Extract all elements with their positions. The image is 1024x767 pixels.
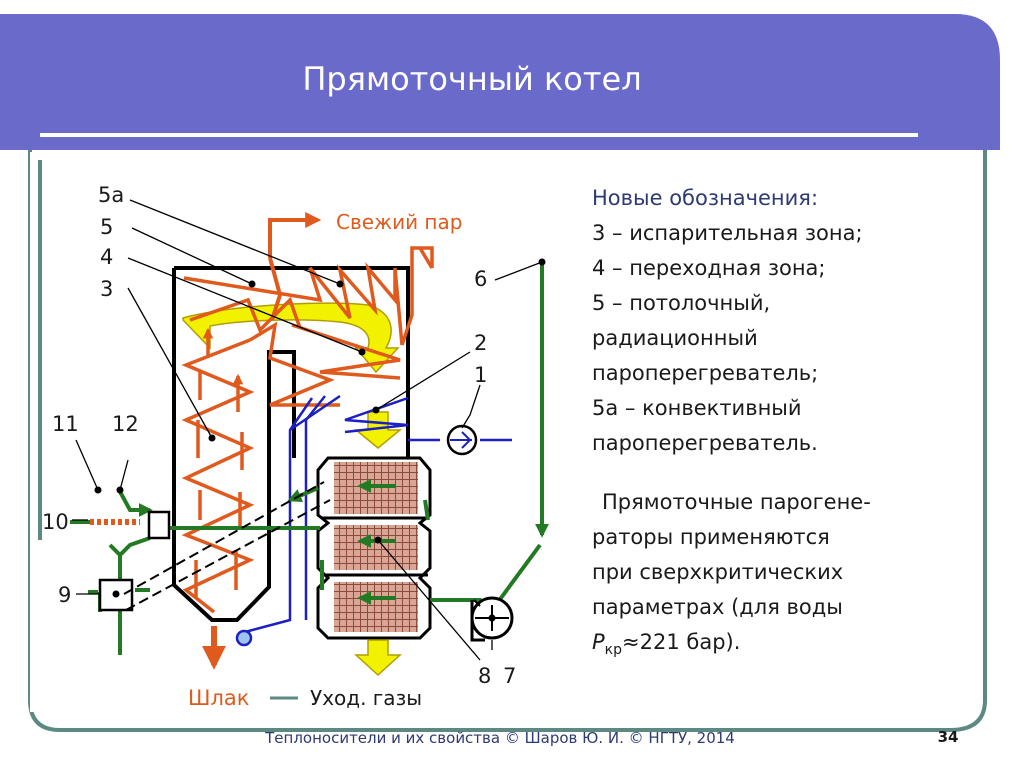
label-5: 5 [100, 215, 113, 239]
label-12: 12 [112, 412, 139, 436]
paragraph-line: Прямоточные парогене- [602, 490, 871, 514]
heat-exchanger-stack [316, 456, 432, 640]
header-bar [0, 14, 1000, 150]
boiler-diagram: 5а 5 4 3 6 2 1 11 12 10 9 8 7 Свежий пар… [42, 183, 549, 710]
fuel-duct [123, 481, 331, 611]
furnace-roof [174, 266, 410, 418]
page-number: 34 [938, 728, 959, 746]
label-fresh-steam: Свежий пар [336, 210, 462, 234]
leader-dots [94, 258, 546, 622]
label-3: 3 [100, 277, 113, 301]
legend-line: 5а – конвективный [592, 396, 802, 420]
header-underline [40, 133, 918, 137]
leader-lines [72, 199, 543, 661]
label-10: 10 [42, 510, 69, 534]
label-8: 8 [478, 664, 491, 688]
downcomer-node [235, 629, 253, 647]
evaporative-zone [181, 327, 255, 614]
paragraph-line: раторы применяются [592, 525, 830, 549]
legend-heading: Новые обозначения: [592, 186, 819, 210]
legend-line: пароперегреватель. [592, 431, 818, 455]
page-title: Прямоточный котел [302, 60, 641, 98]
paragraph-line: параметрах (для воды [592, 595, 843, 619]
label-9: 9 [58, 583, 71, 607]
feed-pump [446, 424, 478, 456]
legend-line: радиационный [592, 326, 758, 350]
legend-line: 3 – испарительная зона; [592, 221, 863, 245]
furnace-wall [172, 268, 296, 622]
legend-line: пароперегреватель; [592, 361, 819, 385]
label-4: 4 [100, 245, 113, 269]
legend-line: 5 – потолочный, [592, 291, 771, 315]
label-11: 11 [52, 412, 79, 436]
description-paragraph: Прямоточные парогене- раторы применяются… [592, 485, 992, 668]
label-5a: 5а [98, 183, 124, 207]
paragraph-line: при сверхкритических [592, 560, 844, 584]
label-flue-gases: Уход. газы [310, 686, 422, 710]
label-2: 2 [474, 331, 487, 355]
label-slag: Шлак [188, 686, 249, 710]
formula-symbol: P [592, 630, 605, 654]
fresh-steam-outlet [268, 212, 322, 321]
burner [147, 510, 171, 540]
legend-line: 4 – переходная зона; [592, 256, 826, 280]
label-6: 6 [474, 267, 487, 291]
formula-rest: ≈221 бар). [622, 630, 741, 654]
label-7: 7 [503, 664, 516, 688]
superheater-coils [183, 246, 434, 407]
legend-block: Новые обозначения: 3 – испарительная зон… [592, 181, 992, 461]
footer-text: Теплоносители и их свойства © Шаров Ю. И… [264, 729, 735, 747]
formula-subscript: кр [604, 642, 623, 659]
label-1: 1 [474, 363, 487, 387]
air-ducts [88, 262, 549, 655]
paragraph-formula: Pкр≈221 бар). [592, 625, 992, 668]
